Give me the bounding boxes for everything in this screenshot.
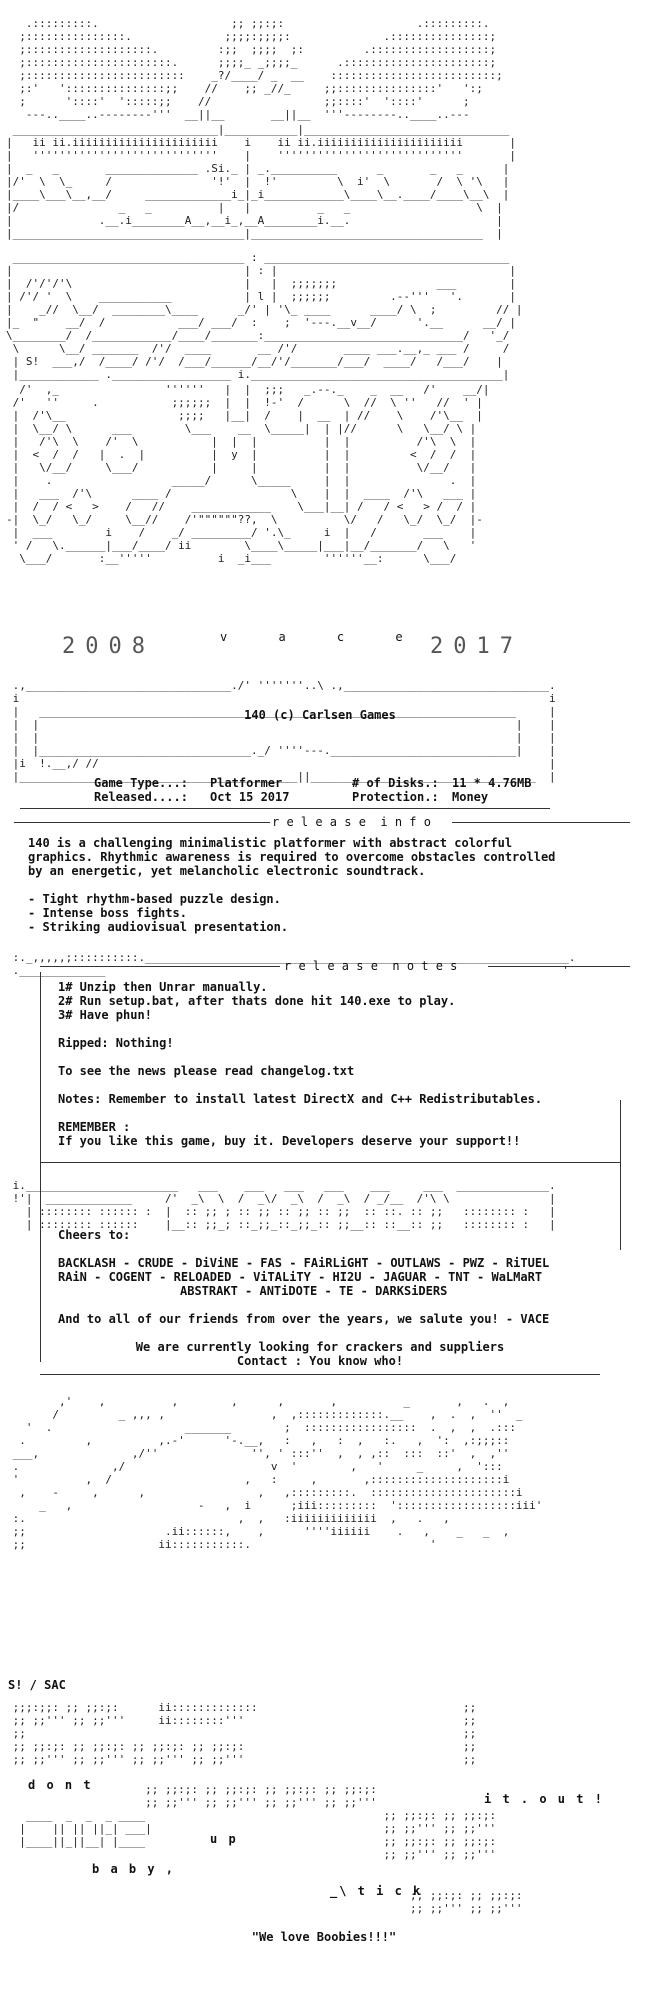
release-notes-border-right — [620, 1100, 621, 1250]
stick-blocks-art: ;; ;;:;: ;; ;;:;: ;; ;;''' ;; ;;''' — [409, 1889, 523, 1915]
cheers-bottom-rule — [40, 1374, 600, 1375]
game-type-value: Platformer — [210, 776, 283, 790]
top-logo-art: .:::::::::. ;; ;;:;: .:::::::::. ;::::::… — [19, 17, 503, 121]
release-notes-bottom-rule — [40, 1162, 620, 1163]
stick-text: _\ t i c k — [330, 1884, 423, 1898]
cheers-line-2: RAiN - COGENT - RELOADED - ViTALiTY - HI… — [58, 1270, 543, 1284]
release-info-line-2: graphics. Rhythmic awareness is required… — [28, 850, 556, 864]
looking-text: We are currently looking for crackers an… — [135, 1340, 505, 1354]
dont-blocks-art: ;; ;;:;: ;; ;;:;: ;; ;;:;: ;; ;;:;: ;; ;… — [19, 1783, 497, 1861]
release-info-bottom-art: :._,,,,,;::::::::::.____________________… — [12, 951, 576, 977]
feature-bullet-1: - Tight rhythm-based puzzle design. — [28, 892, 281, 906]
feature-bullet-3: - Striking audiovisual presentation. — [28, 920, 289, 934]
cheers-line-3: ABSTRAKT - ANTiDOTE - TE - DARKSiDERS — [180, 1284, 448, 1298]
year-left: 2008 — [62, 634, 155, 659]
release-info-line-3: by an energetic, yet melancholic electro… — [28, 864, 426, 878]
salute-text: And to all of our friends from over the … — [58, 1312, 550, 1326]
top-banner-art: _______________________________|________… — [6, 123, 516, 240]
vace-logo-art: i._______________________ ___ ___ ___ __… — [12, 1179, 556, 1231]
info-bottom-rule — [20, 808, 550, 809]
release-info-rule-right — [452, 822, 630, 823]
remember-label: REMEMBER : — [58, 1120, 131, 1134]
release-info-header: r e l e a s e i n f o — [272, 815, 431, 829]
baby-text: b a b y , — [92, 1862, 176, 1876]
bottom-scatter-art: ,' , , , , , _ , . , / _ ,,, , , ,::::::… — [12, 1395, 543, 1551]
cheers-line-1: BACKLASH - CRUDE - DiViNE - FAS - FAiRLi… — [58, 1256, 550, 1270]
install-step-3: 3# Have phun! — [58, 1008, 152, 1022]
release-info-rule-left — [14, 822, 270, 823]
news-text: To see the news please read changelog.tx… — [58, 1064, 355, 1078]
up-text: u p — [210, 1832, 238, 1846]
sig-left: S! / SAC — [8, 1678, 66, 1692]
figure-art: /' ,_ '''''' | | ;;; _.--._ _ __ /' __/|… — [6, 383, 490, 565]
release-notes-rule-right — [488, 966, 630, 967]
disks-value: 11 * 4.76MB — [452, 776, 532, 790]
group-name-spaced: v a c e — [220, 630, 425, 644]
title-text: 140 (c) Carlsen Games — [244, 708, 396, 722]
protection-value: Money — [452, 790, 489, 804]
install-step-2: 2# Run setup.bat, after thats done hit 1… — [58, 994, 456, 1008]
release-notes-rule-left — [40, 966, 280, 967]
contact-text: Contact : You know who! — [236, 1354, 404, 1368]
release-notes-header: r e l e a s e n o t e s — [284, 959, 458, 973]
footer-quote: "We love Boobies!!!" — [251, 1930, 397, 1944]
remember-text: If you like this game, buy it. Developer… — [58, 1134, 521, 1148]
dont-text: d o n t — [28, 1778, 93, 1792]
year-right: 2017 — [430, 634, 523, 659]
notes-text: Notes: Remember to install latest Direct… — [58, 1092, 543, 1106]
game-type-label: Game Type...: — [94, 776, 188, 790]
release-notes-border-left — [40, 972, 41, 1362]
disks-label: # of Disks.: — [352, 776, 439, 790]
install-step-1: 1# Unzip then Unrar manually. — [58, 980, 268, 994]
cheers-label: Cheers to: — [58, 1228, 131, 1242]
feature-bullet-2: - Intense boss fights. — [28, 906, 187, 920]
release-info-line-1: 140 is a challenging minimalistic platfo… — [28, 836, 513, 850]
protection-label: Protection.: — [352, 790, 439, 804]
released-value: Oct 15 2017 — [210, 790, 290, 804]
bottom-blocks-art: ;;;:;;: ;; ;;:;: ii::::::::::::: ;; ;; ;… — [12, 1701, 477, 1766]
title-frame-art: .,_______________________________./' '''… — [12, 679, 556, 783]
ripped-text: Ripped: Nothing! — [58, 1036, 174, 1050]
itout-text: i t . o u t ! — [484, 1792, 604, 1806]
mid-logo-art: ___________________________________ : __… — [6, 251, 523, 381]
released-label: Released....: — [94, 790, 188, 804]
